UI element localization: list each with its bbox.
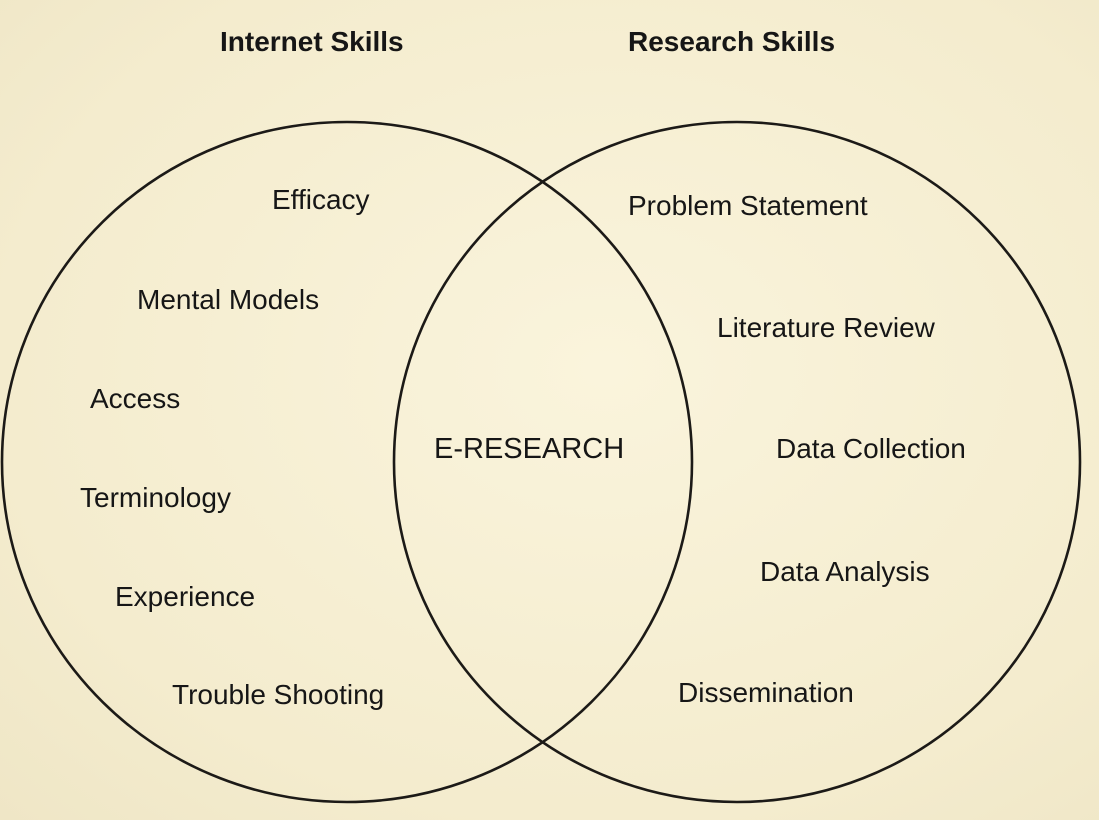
internet-skills-heading: Internet Skills bbox=[220, 26, 404, 57]
skill-experience: Experience bbox=[115, 581, 256, 612]
skill-problem-statement: Problem Statement bbox=[628, 190, 868, 221]
skill-terminology: Terminology bbox=[80, 482, 231, 513]
skill-literature-review: Literature Review bbox=[717, 312, 935, 343]
skill-access: Access bbox=[90, 383, 181, 414]
skill-mental-models: Mental Models bbox=[137, 284, 320, 315]
research-skills-circle bbox=[392, 120, 1082, 804]
skill-efficacy: Efficacy bbox=[272, 184, 370, 215]
research-skills-heading: Research Skills bbox=[628, 26, 836, 57]
internet-skills-circle bbox=[0, 120, 694, 804]
skill-data-collection: Data Collection bbox=[776, 433, 966, 464]
skill-dissemination: Dissemination bbox=[678, 677, 854, 708]
skill-trouble-shooting: Trouble Shooting bbox=[172, 679, 385, 710]
skill-data-analysis: Data Analysis bbox=[760, 556, 930, 587]
intersection-label: E-RESEARCH bbox=[434, 433, 625, 465]
